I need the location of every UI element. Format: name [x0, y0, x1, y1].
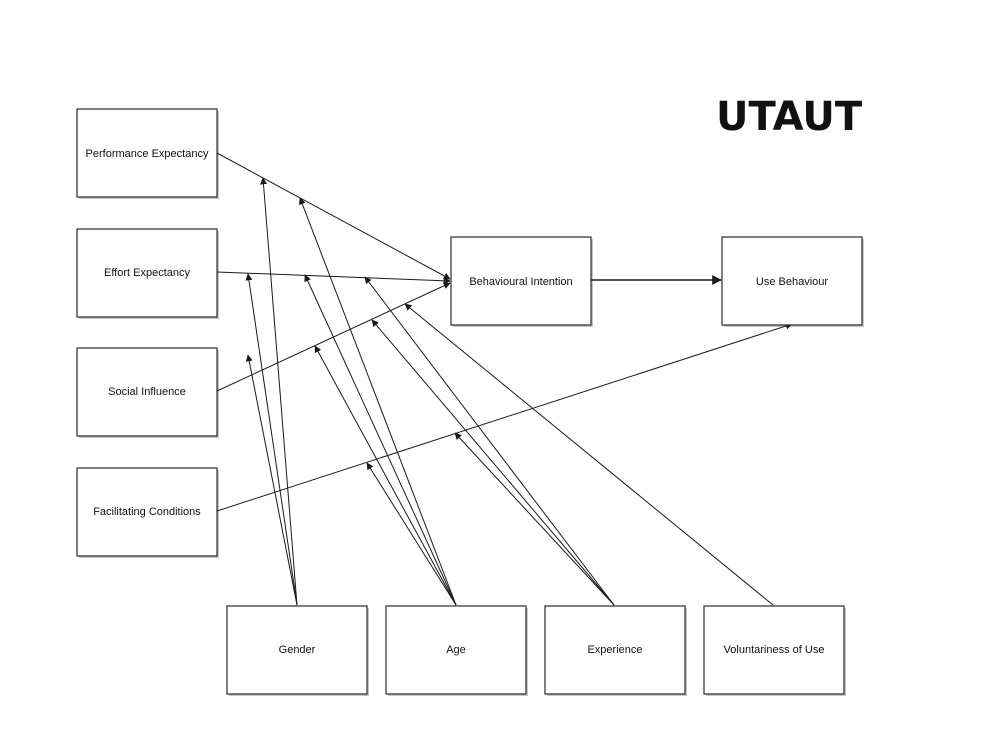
node-experience: Experience [544, 605, 686, 695]
node-voluntariness-of-use: Voluntariness of Use [703, 605, 845, 695]
edge-experience-moderates-facilitating [454, 432, 615, 606]
node-label: Voluntariness of Use [724, 644, 825, 656]
edge-voluntariness-moderates-social [404, 303, 774, 606]
node-label: Facilitating Conditions [93, 506, 201, 518]
edge-age-moderates-performance [298, 197, 457, 606]
node-label: Social Influence [108, 386, 186, 398]
node-label: Gender [279, 644, 316, 656]
node-label: Performance Expectancy [86, 148, 209, 160]
node-effort-expectancy: Effort Expectancy [76, 228, 218, 318]
node-performance-expectancy: Performance Expectancy [76, 108, 218, 198]
edge-performance-to-intention [216, 152, 451, 280]
edge-age-moderates-effort [304, 274, 457, 606]
node-behavioural-intention: Behavioural Intention [450, 236, 592, 326]
edge-gender-moderates-social [245, 354, 298, 606]
node-label: Age [446, 644, 466, 656]
node-gender: Gender [226, 605, 368, 695]
edge-age-moderates-social [314, 345, 457, 606]
edge-facilitating-to-use [216, 322, 793, 512]
edges [216, 152, 793, 606]
edge-effort-to-intention [216, 271, 451, 285]
edge-gender-moderates-performance [260, 177, 298, 606]
node-label: Behavioural Intention [469, 276, 572, 288]
node-label: Effort Expectancy [104, 267, 191, 279]
node-label: Experience [587, 644, 642, 656]
node-use-behaviour: Use Behaviour [721, 236, 863, 326]
node-label: Use Behaviour [756, 276, 828, 288]
edge-experience-moderates-effort [364, 276, 615, 606]
diagram-title: UTAUT [716, 94, 863, 140]
edge-experience-moderates-social [371, 319, 615, 606]
node-social-influence: Social Influence [76, 347, 218, 437]
edge-gender-moderates-effort [245, 273, 298, 606]
node-facilitating-conditions: Facilitating Conditions [76, 467, 218, 557]
node-age: Age [385, 605, 527, 695]
edge-age-moderates-facilitating [366, 462, 457, 606]
